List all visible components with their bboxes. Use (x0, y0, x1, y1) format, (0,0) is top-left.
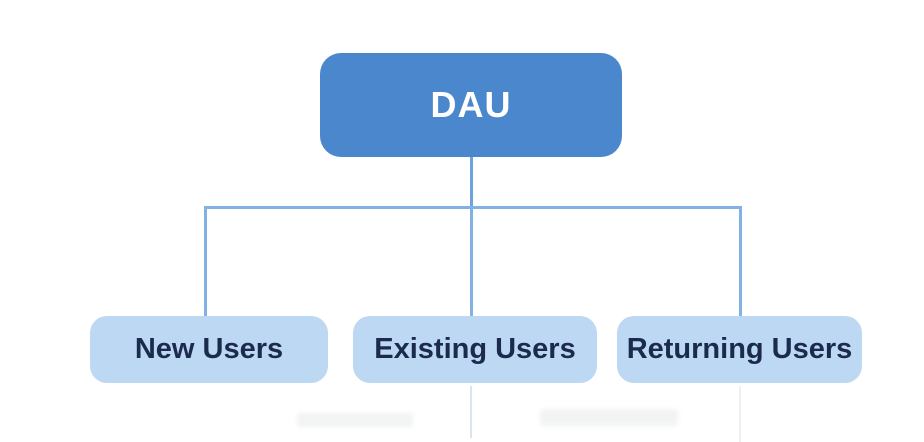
connector-rail (204, 206, 742, 209)
ghost-artifact-smudge-left (297, 413, 413, 427)
connector-root-stem (470, 156, 473, 208)
node-dau-label: DAU (430, 84, 512, 125)
node-existing-users: Existing Users (353, 316, 597, 383)
node-existing-users-label: Existing Users (374, 333, 576, 365)
connector-drop-right (739, 206, 742, 317)
node-new-users-label: New Users (134, 333, 284, 365)
node-dau: DAU (320, 53, 622, 157)
node-returning-users-label: Returning Users (626, 333, 853, 365)
ghost-artifact-line-mid (470, 386, 472, 438)
node-new-users: New Users (90, 316, 328, 383)
ghost-artifact-smudge-right (540, 409, 678, 426)
ghost-artifact-line-right (739, 386, 741, 442)
connector-drop-left (204, 206, 207, 317)
connector-drop-mid (470, 206, 473, 317)
node-returning-users: Returning Users (617, 316, 862, 383)
